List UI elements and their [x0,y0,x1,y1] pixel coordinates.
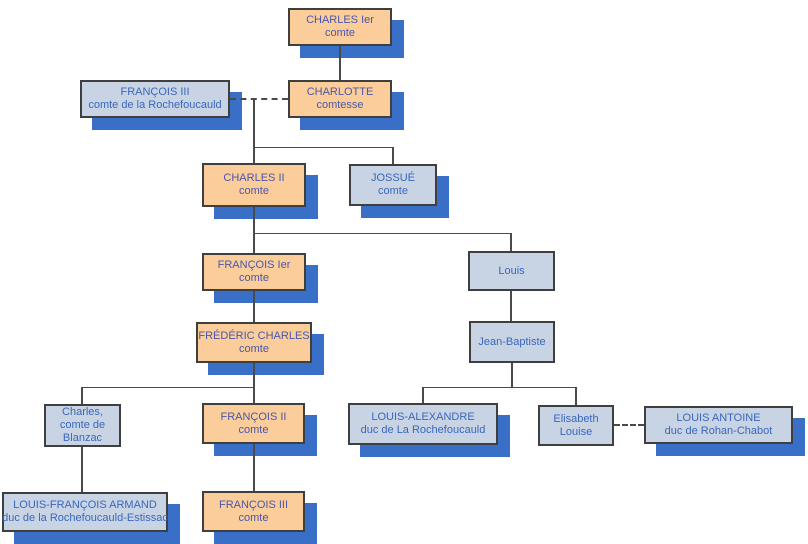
node-text-line: JOSSUÉ [370,172,415,184]
node-text-line: FRANÇOIS II [220,410,287,423]
node-text-line: FRANÇOIS III [218,498,289,511]
connector-siblings-rail-blanzac-francois2 [82,387,255,388]
connector-blanzac-to-louisfrancoisarmand [81,447,83,495]
connector-charles1er-to-charlotte [339,46,341,82]
node-text-line: LOUIS-ALEXANDRE [371,411,475,423]
node-text-line: LOUIS-FRANÇOIS ARMAND [13,499,157,511]
node-text-line: CHARLOTTE [306,86,374,98]
node-text-line: Louise [559,425,593,438]
node-text-line: duc de La Rochefoucauld [360,424,486,436]
node-text-line: duc de Rohan-Chabot [664,425,773,437]
connector-francois1er-to-frederic [253,291,255,325]
connector-drop-to-louis [510,233,512,254]
node-text-line: FRÉDÉRIC CHARLES [198,329,310,342]
connector-charles2-down [253,206,255,233]
connector-francois2-to-francois3 [253,444,255,494]
tree-node-louis: Louis [468,251,555,291]
connector-louis-to-jeanbaptiste [510,291,512,324]
node-text-line: duc de la Rochefoucauld-Estissac [2,512,168,524]
node-text-line: Blanzac [62,432,103,444]
connector-marriage-francois3-charlotte [230,98,288,100]
node-text-line: FRANÇOIS III [120,86,190,98]
connector-drop-to-louisalexandre [422,387,424,406]
node-text-line: LOUIS ANTOINE [676,412,761,424]
connector-drop-to-francois2 [253,387,255,406]
node-text-line: CHARLES II [223,172,285,184]
connector-drop-to-charles2 [253,147,255,166]
node-text-line: comte [378,185,408,197]
node-text-line: comtesse [316,99,364,111]
node-text-line: comte [239,342,269,355]
node-text-line: Elisabeth [553,412,599,425]
connector-siblings-rail-charles2-jossue [254,147,394,148]
connector-siblings-rail-francois1er-louis [254,233,512,234]
connector-drop-to-jossue [392,147,394,167]
node-text-line: Jean-Baptiste [478,335,546,348]
connector-union-drop-francois3-charlotte [253,99,255,147]
connector-marriage-elisabeth-louisantoine [614,424,644,426]
connector-jeanbaptiste-down [511,363,513,387]
node-text-line: comte [239,185,269,197]
connector-drop-to-francois1er [253,233,255,256]
connector-siblings-rail-louisalexandre-elisabeth [423,387,577,388]
connector-drop-to-elisabeth [575,387,577,408]
node-text-line: comte de [59,419,106,431]
connector-frederic-down [253,363,255,387]
node-text-line: comte de la Rochefoucauld [88,99,222,111]
connector-drop-to-blanzac [81,387,83,407]
node-text-line: comte [238,423,269,436]
node-text-line: comte [239,272,269,284]
node-text-line: FRANÇOIS Ier [217,259,291,271]
node-text-line: CHARLES Ier [306,14,374,26]
node-text-line: Charles, [62,406,103,418]
node-text-line: comte [238,511,269,524]
node-text-line: comte [325,27,355,39]
tree-node-jean-baptiste: Jean-Baptiste [469,321,555,363]
node-text-line: Louis [498,264,525,277]
